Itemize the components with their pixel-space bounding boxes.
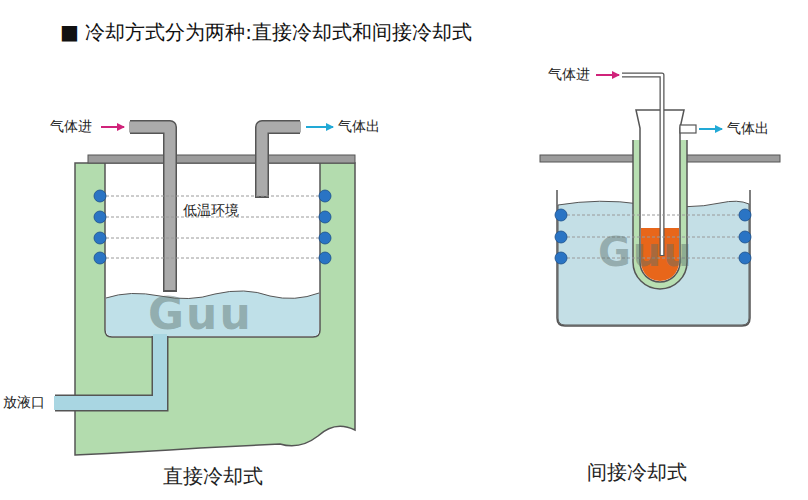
gas-out-arrow [306,126,333,128]
gas-out-label: 气体出 [338,118,380,135]
title: ■ 冷却方式分为两种:直接冷却式和间接冷却式 [60,20,472,44]
outlet-pipe [680,125,696,133]
direct-cooling-figure [54,127,355,455]
watermark: Guu [598,228,694,276]
coil-dot [94,232,106,244]
gas-in-label: 气体进 [50,118,92,135]
coil-dot [555,252,567,264]
watermark: Guu [148,288,253,341]
coil-dot [94,252,106,264]
coil-dot [319,232,331,244]
outlet-tube [262,127,301,196]
inlet-pipe-outline [622,75,662,256]
inlet-tube-outline [130,127,170,292]
coil-dot [739,231,751,243]
gas-in-label: 气体进 [548,66,590,83]
indirect-cooling-figure [540,75,780,326]
coil-dot [94,190,106,202]
coil-dot [319,252,331,264]
coil-dot [739,252,751,264]
outlet-tube-outline [262,127,300,198]
caption-label: 间接冷却式 [587,460,687,484]
coil-dot [319,190,331,202]
coil-dot [739,209,751,221]
coil-wire [567,215,739,216]
gas-out-arrow [699,128,722,130]
caption-label: 直接冷却式 [163,464,263,488]
region-label: 低温环境 [183,202,239,219]
drain-pipe [54,334,160,403]
coil-dot [319,211,331,223]
inlet-tube [129,127,170,290]
gas-in-arrow [596,74,619,76]
cooling-coil [94,190,331,264]
lid [88,155,355,163]
inlet-pipe [621,75,662,255]
coil-dot [555,231,567,243]
gas-out-label: 气体出 [727,120,769,137]
gas-in-arrow [101,126,124,128]
drain-label: 放液口 [3,394,45,411]
coil-wire [106,258,319,259]
coil-dot [555,209,567,221]
coil-dot [94,211,106,223]
coil-wire [106,238,319,239]
coil-wire [106,196,319,197]
drain-pipe-outline [55,336,160,403]
